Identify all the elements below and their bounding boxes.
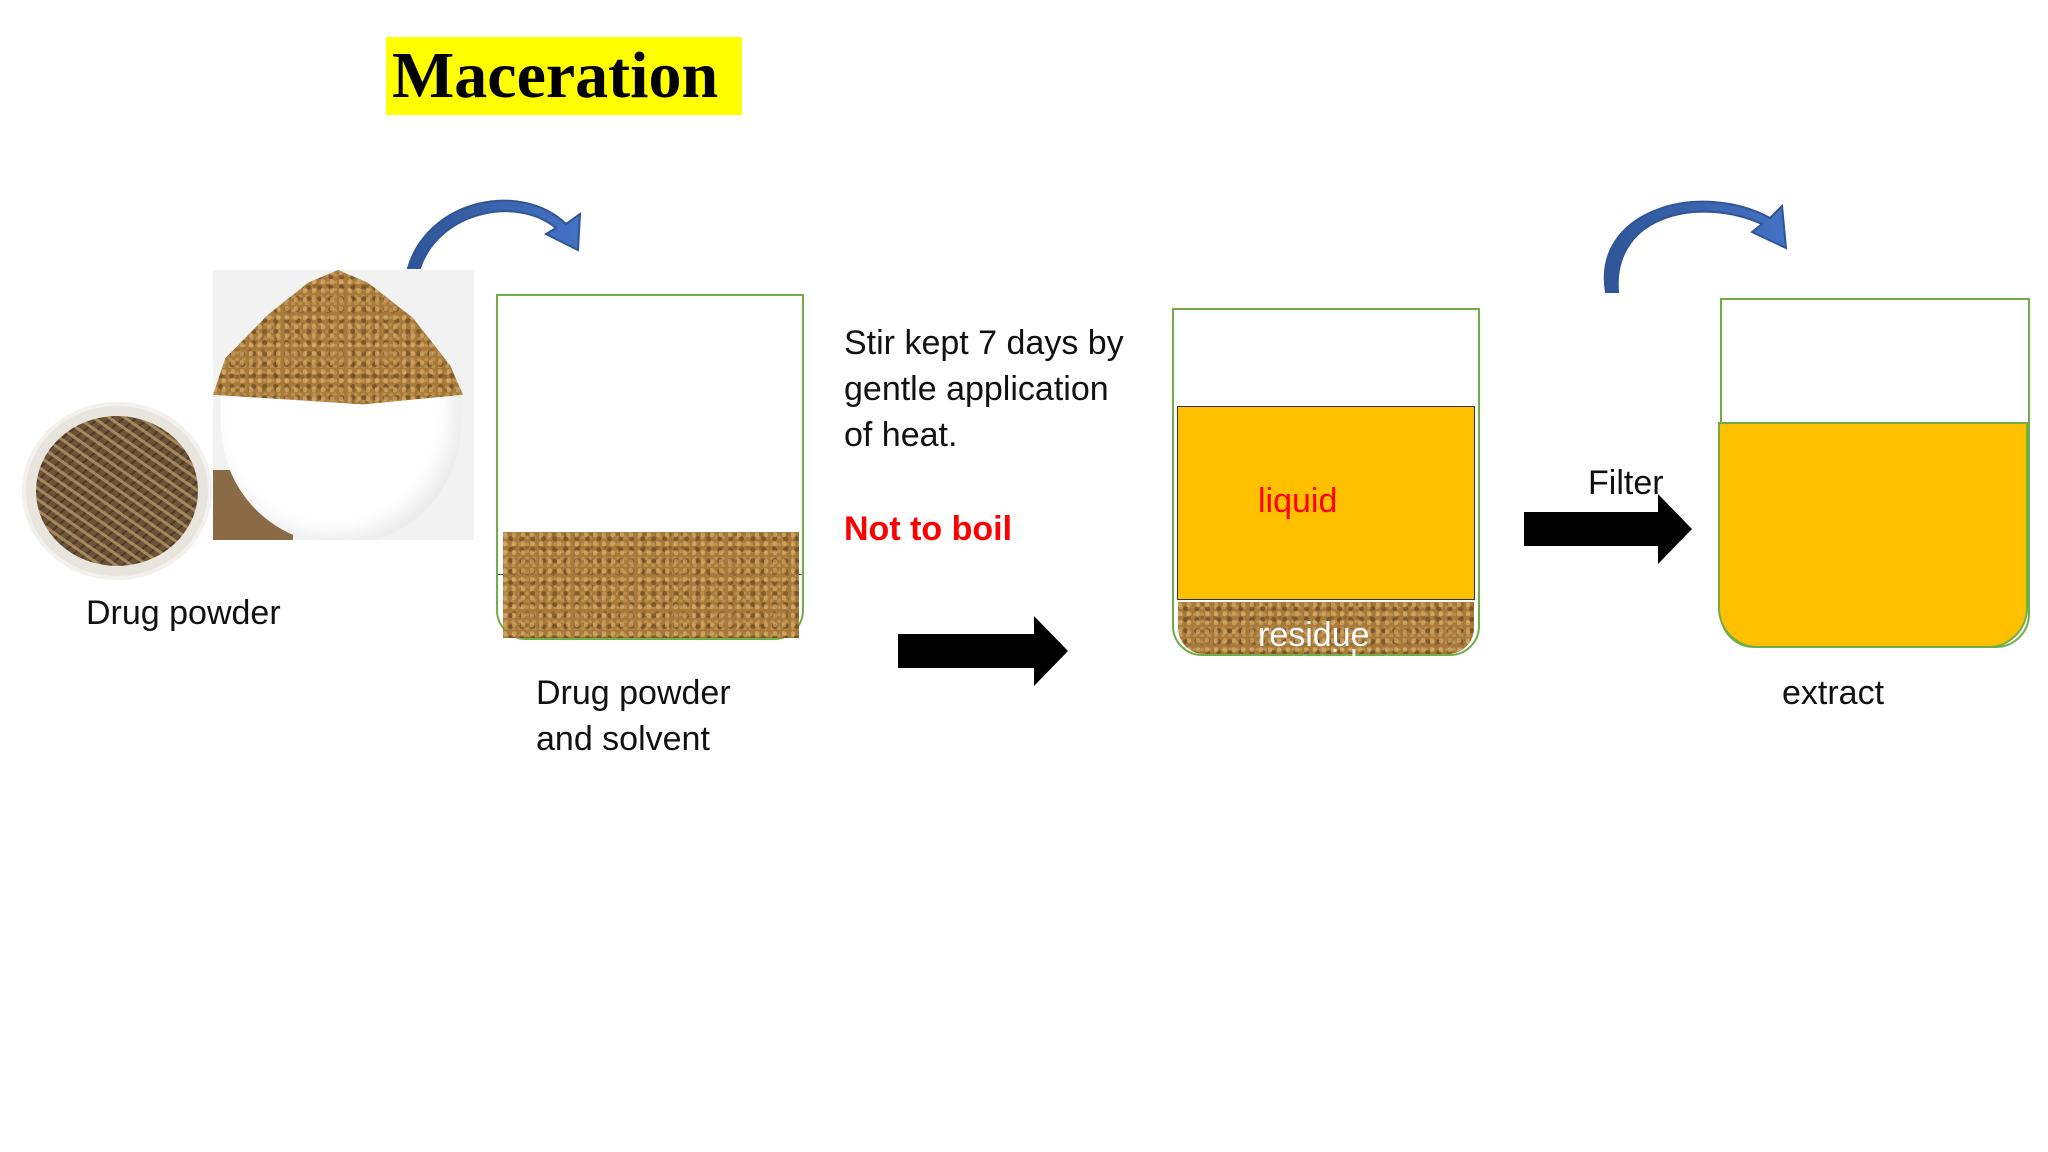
filter-label: Filter (1588, 460, 1664, 506)
drug-powder-solvent-label-line2: and solvent (536, 716, 710, 762)
drug-powder-layer (503, 532, 799, 638)
residue-label-shadow: residue (1284, 640, 1414, 656)
cumin-seeds-bowl-image (22, 402, 212, 580)
drug-powder-label: Drug powder (86, 590, 281, 636)
process-arrow-1 (898, 616, 1068, 686)
curved-arrow-pour (408, 201, 580, 268)
liquid-label: liquid (1258, 478, 1337, 524)
instruction-line-1: Stir kept 7 days by (844, 320, 1124, 366)
instruction-line-2: gentle application (844, 366, 1109, 412)
curved-arrow-filter (1605, 202, 1786, 292)
drug-powder-solvent-label-line1: Drug powder (536, 670, 731, 716)
extract-liquid (1718, 422, 2028, 648)
instruction-line-3: of heat. (844, 412, 957, 458)
ground-powder-bowl-image (213, 270, 474, 540)
warning-text: Not to boil (844, 506, 1012, 552)
extract-label: extract (1782, 670, 1884, 716)
